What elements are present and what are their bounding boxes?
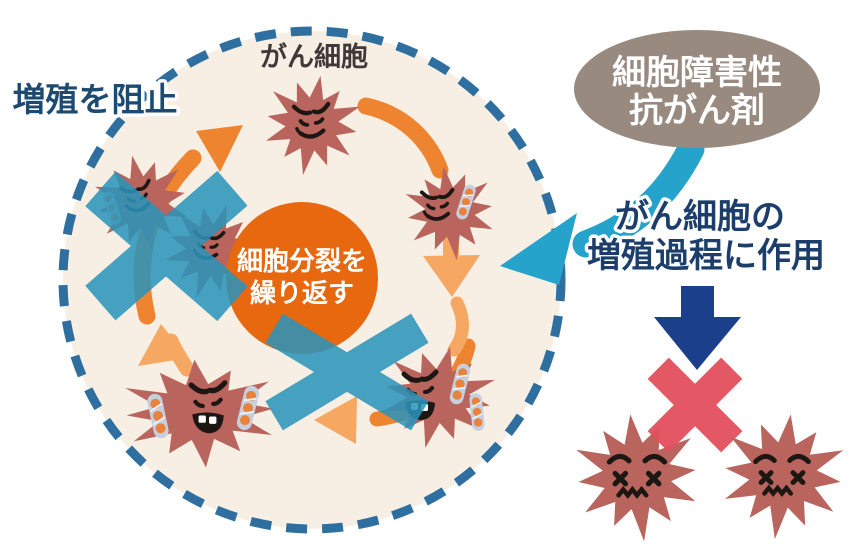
cycle-arrow-top-right-arc [357, 97, 449, 179]
blocked-x-icon [85, 170, 248, 322]
drug-action-line1: がん細胞の [615, 198, 785, 236]
division-cycle-circle [226, 202, 378, 354]
drug-bubble-line2: 抗がん剤 [629, 91, 765, 130]
down-arrow-icon [654, 286, 741, 370]
field-label: がん細胞 [260, 41, 368, 72]
drug-arrowhead [500, 213, 577, 285]
division-blocked-x-icon [265, 313, 429, 431]
center-circle-line1: 細胞分裂を [237, 246, 367, 276]
drug-bubble-line1: 細胞障害性 [612, 54, 782, 92]
cycle-arrowhead-up-right [196, 125, 243, 172]
kill-x-icon [647, 357, 743, 453]
cycle-arrowhead-left [314, 396, 357, 444]
center-circle-line2: 繰り返す [250, 278, 354, 308]
cycle-arrowhead-down [423, 255, 480, 297]
block-label: 増殖を阻止 [13, 81, 178, 118]
cycle-arrowhead-up [138, 324, 188, 366]
drug-bubble [574, 30, 820, 148]
cycle-arrow-down-band [447, 296, 469, 357]
drug-action-line2: 増殖過程に作用 [587, 237, 825, 275]
drug-arrow-icon [500, 135, 705, 285]
drug-arrow-shaft [572, 135, 705, 258]
